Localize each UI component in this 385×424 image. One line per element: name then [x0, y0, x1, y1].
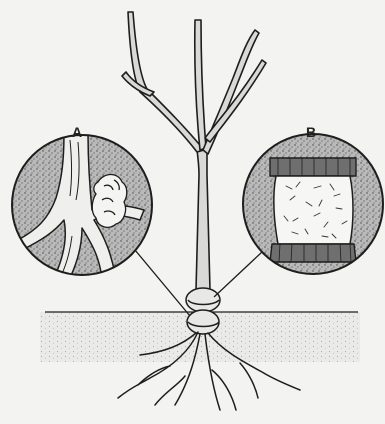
- callout-circle-b: [243, 134, 383, 274]
- callout-label-a: A: [72, 125, 82, 139]
- callout-label-b: B: [306, 125, 316, 139]
- crown-gall: [92, 175, 127, 228]
